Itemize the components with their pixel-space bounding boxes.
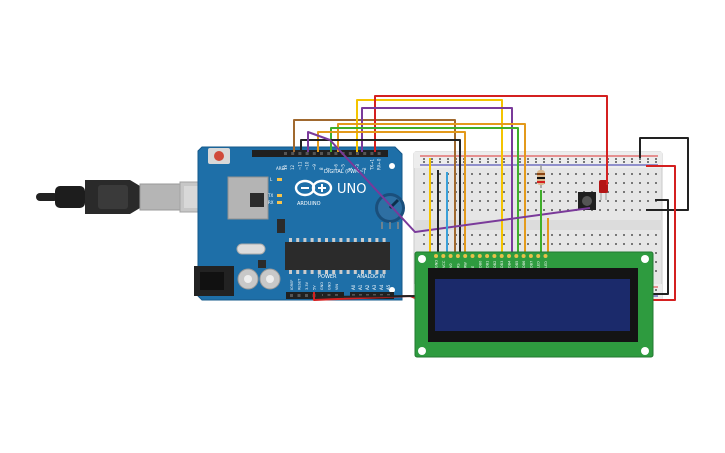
digital-pin-label: ~5 xyxy=(341,164,346,170)
pushbutton[interactable] xyxy=(578,192,596,210)
digital-pin-label: 7 xyxy=(326,167,331,170)
power-pin-label: GND xyxy=(320,282,324,290)
analog-pin-label: A5 xyxy=(386,284,391,290)
lcd-pin-label: DB1 xyxy=(486,261,490,268)
power-pin-label: GND xyxy=(328,282,332,290)
potentiometer[interactable] xyxy=(375,193,405,229)
digital-pin-label: ~10 xyxy=(305,161,310,170)
analog-pin-label: A1 xyxy=(358,284,363,290)
wire-black-top xyxy=(300,139,461,254)
wire-purple-top xyxy=(361,107,513,254)
digital-pin-label: ~9 xyxy=(312,164,317,170)
crystal xyxy=(236,243,266,255)
atmega-chip xyxy=(285,238,390,274)
capacitors xyxy=(237,268,281,290)
led-l-label: L xyxy=(270,177,273,182)
digital-pin-label: ~6 xyxy=(333,164,338,170)
lcd-pin-label: LED xyxy=(544,261,548,268)
led-tx-label: TX xyxy=(267,193,273,198)
board-name: UNO xyxy=(337,182,366,197)
arduino-board: UNO ARDUINO DIGITAL (PWM~) POWER ANALOG … xyxy=(194,146,403,301)
power-label: POWER xyxy=(318,274,337,280)
lcd-pin-label: DB6 xyxy=(522,261,526,268)
lcd-pin-label: RS xyxy=(456,263,460,268)
digital-pin-label: 8 xyxy=(319,167,324,170)
lcd-pin-label: DB4 xyxy=(508,260,512,268)
analog-pin-label: A0 xyxy=(351,284,356,290)
digital-pin-label: 13 xyxy=(283,164,288,170)
aref-label: AREF xyxy=(276,166,287,171)
led xyxy=(599,180,608,200)
lcd-pin-label: DB3 xyxy=(500,261,504,268)
power-pin-label: 5V xyxy=(313,285,317,290)
lcd-pin-label: DB5 xyxy=(515,261,519,268)
digital-pin-label: 12 xyxy=(290,164,295,170)
lcd-pin-label: DB0 xyxy=(478,261,482,268)
digital-pin-label: RX←0 xyxy=(377,158,382,170)
digital-pin-label: 4 xyxy=(348,167,353,170)
usb-port xyxy=(227,176,269,220)
wire-yellow xyxy=(356,99,503,254)
wire-purple-long xyxy=(307,131,591,233)
power-pin-label: RESET xyxy=(298,278,302,290)
analog-pin-label: A4 xyxy=(379,284,384,290)
arduino-logo xyxy=(294,179,333,197)
power-jack xyxy=(194,266,234,296)
reset-button[interactable] xyxy=(208,148,230,164)
lcd-pin-label: DB2 xyxy=(493,261,497,268)
board-brand: ARDUINO xyxy=(297,201,321,207)
wire-orange xyxy=(337,123,526,254)
usb-chip xyxy=(250,193,264,207)
analog-pin-label: A2 xyxy=(365,284,370,290)
analog-label: ANALOG IN xyxy=(357,274,385,280)
lcd-pin-label: DB7 xyxy=(529,261,533,268)
lcd-screen xyxy=(435,279,630,331)
digital-pin-label: 2 xyxy=(362,167,367,170)
lcd-pin-label: RW xyxy=(464,262,468,268)
power-pin-label: VIN xyxy=(335,284,339,290)
resistor xyxy=(537,165,545,188)
led-rx-label: RX xyxy=(268,200,274,205)
lcd-pin-label: E xyxy=(471,266,475,268)
lcd-pin-label: GND xyxy=(435,260,439,268)
lcd-pin-label: VCC xyxy=(442,260,446,268)
digital-pin-label: TX→1 xyxy=(369,158,374,171)
analog-pin-label: A3 xyxy=(372,284,377,290)
wire-red-right xyxy=(646,165,676,301)
wire-black-lcd xyxy=(652,199,669,295)
wire-orange2 xyxy=(317,131,466,254)
power-pin-label: IOREF xyxy=(290,280,294,290)
lcd-pin-label: LED xyxy=(537,261,541,268)
power-pin-label: 3.3V xyxy=(305,281,309,290)
digital-pin-label: ~11 xyxy=(297,161,302,170)
digital-label: DIGITAL (PWM~) xyxy=(324,169,366,175)
digital-pin-label: ~3 xyxy=(355,164,360,170)
lcd-pin-label: V0 xyxy=(449,263,453,268)
wires xyxy=(293,95,689,301)
wire-black-bottom xyxy=(320,292,419,298)
